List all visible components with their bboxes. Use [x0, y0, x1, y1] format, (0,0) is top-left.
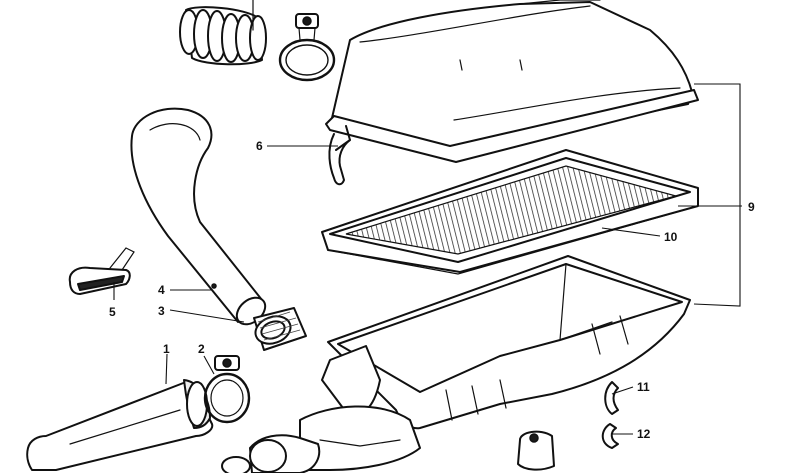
callout-4: 4	[158, 283, 165, 297]
spring-clip-6	[328, 125, 351, 186]
callout-6: 6	[256, 139, 263, 153]
air-filter-element	[321, 149, 699, 275]
mounting-strap-5	[68, 247, 135, 295]
callout-11: 11	[637, 380, 650, 394]
intake-elbow-hose	[130, 107, 267, 326]
hose-clamp-3	[253, 307, 307, 351]
callout-9: 9	[748, 200, 755, 214]
hose-clamp-2	[203, 355, 251, 424]
intake-bellows-hose	[179, 0, 267, 66]
callout-10: 10	[664, 230, 678, 244]
leader-lines	[113, 83, 742, 435]
callout-2: 2	[198, 342, 205, 356]
connector-hose-bottom	[221, 434, 321, 473]
spring-clip-11	[604, 381, 619, 415]
spring-clip-12	[601, 423, 619, 449]
callout-1: 1	[163, 342, 170, 356]
intake-snorkel-1	[26, 379, 214, 471]
air-filter-housing-cover	[325, 0, 699, 163]
hose-clamp-top	[278, 13, 336, 82]
air-filter-housing-lower	[299, 255, 691, 471]
callout-12: 12	[637, 427, 651, 441]
callout-5: 5	[109, 305, 116, 319]
callout-3: 3	[158, 304, 165, 318]
